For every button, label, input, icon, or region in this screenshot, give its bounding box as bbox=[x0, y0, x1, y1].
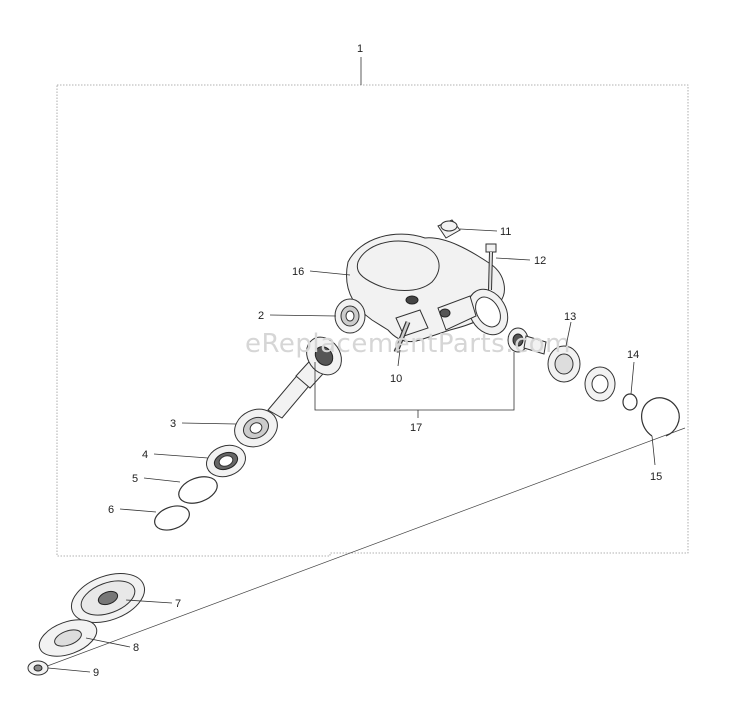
callout-8: 8 bbox=[133, 642, 139, 654]
leader-17-bracket bbox=[314, 352, 515, 411]
callout-11: 11 bbox=[500, 226, 511, 238]
leader-14 bbox=[630, 361, 635, 395]
watermark: eReplacementParts.com bbox=[245, 329, 571, 359]
plug bbox=[437, 219, 461, 239]
seal-ring bbox=[206, 444, 246, 478]
leader-4 bbox=[153, 453, 209, 459]
callout-2: 2 bbox=[258, 310, 264, 322]
callout-9: 9 bbox=[93, 667, 99, 679]
leader-16 bbox=[309, 270, 351, 276]
bearing-small bbox=[334, 298, 366, 334]
screw-top bbox=[485, 243, 497, 291]
support-cup bbox=[38, 619, 98, 657]
nut bbox=[27, 660, 49, 676]
callout-15: 15 bbox=[650, 471, 662, 483]
callout-7: 7 bbox=[175, 598, 181, 610]
callout-5: 5 bbox=[132, 473, 138, 485]
assembly-frame bbox=[56, 84, 689, 557]
callout-13: 13 bbox=[564, 311, 576, 323]
pinion-gear bbox=[507, 327, 547, 355]
leader-8 bbox=[85, 637, 131, 648]
callout-4: 4 bbox=[142, 449, 148, 461]
leader-2 bbox=[269, 314, 337, 317]
leader-9 bbox=[47, 667, 91, 673]
circlip bbox=[641, 397, 680, 437]
gear-housing bbox=[346, 233, 509, 343]
leader-13 bbox=[565, 321, 572, 347]
leader-3 bbox=[181, 422, 237, 425]
leader-15 bbox=[651, 435, 656, 466]
bevel-gear-shaft bbox=[267, 336, 342, 419]
leader-6 bbox=[119, 508, 157, 513]
callout-3: 3 bbox=[170, 418, 176, 430]
assembly-axis bbox=[41, 427, 686, 669]
callout-16: 16 bbox=[292, 266, 304, 278]
callout-6: 6 bbox=[108, 504, 114, 516]
leader-7 bbox=[125, 599, 173, 604]
drive-disc bbox=[71, 573, 145, 623]
callout-1: 1 bbox=[357, 43, 363, 55]
callout-14: 14 bbox=[627, 349, 639, 361]
spacer-ring bbox=[622, 393, 638, 411]
leader-5 bbox=[143, 477, 181, 483]
leader-12 bbox=[495, 257, 531, 261]
leader-10 bbox=[397, 349, 401, 367]
lock-ring bbox=[154, 505, 190, 531]
callout-12: 12 bbox=[534, 255, 546, 267]
screw-bottom bbox=[393, 321, 411, 353]
callout-10: 10 bbox=[390, 373, 402, 385]
retaining-ring bbox=[178, 476, 218, 504]
bearing-right bbox=[547, 345, 581, 383]
leader-11 bbox=[459, 228, 498, 232]
callout-17: 17 bbox=[410, 422, 422, 434]
seal-right bbox=[584, 366, 616, 402]
bearing-large bbox=[234, 408, 278, 448]
